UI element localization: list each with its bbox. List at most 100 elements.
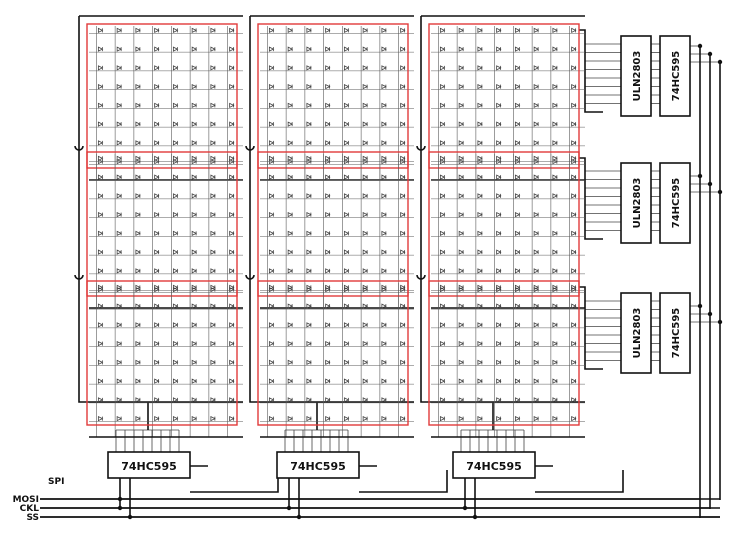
- row-driver-2-uln-label: ULN2803: [632, 178, 643, 229]
- column-bus-3: [420, 16, 585, 403]
- led-icon: [571, 46, 577, 52]
- led-icon: [362, 155, 369, 162]
- led-icon: [210, 284, 216, 291]
- led-icon: [97, 140, 104, 146]
- matrix-frame: [86, 151, 238, 297]
- led-icon: [514, 121, 521, 127]
- led-icon: [496, 174, 502, 180]
- led-icon: [477, 322, 483, 328]
- led-icon: [325, 322, 331, 328]
- led-icon: [191, 65, 198, 71]
- led-icon: [287, 155, 294, 162]
- led-icon: [552, 415, 558, 422]
- led-icon: [571, 359, 577, 366]
- led-icon: [191, 193, 198, 199]
- led-icon: [210, 211, 216, 218]
- led-icon: [571, 303, 577, 309]
- led-icon: [362, 359, 369, 366]
- led-icon: [229, 140, 235, 146]
- junction-dot: [117, 505, 123, 511]
- led-icon: [514, 303, 521, 309]
- led-icon: [210, 174, 216, 180]
- led-icon: [210, 27, 216, 34]
- matrix-frame: [257, 151, 409, 297]
- led-icon: [477, 121, 483, 127]
- led-icon: [210, 230, 216, 237]
- led-icon: [229, 65, 235, 71]
- led-icon: [477, 284, 483, 291]
- led-icon: [362, 46, 369, 52]
- led-icon: [116, 83, 123, 90]
- led-icon: [514, 193, 521, 199]
- led-icon: [229, 303, 235, 309]
- led-icon: [458, 140, 465, 146]
- led-icon: [268, 121, 275, 127]
- led-icon: [458, 65, 465, 71]
- led-icon: [325, 211, 331, 218]
- led-icon: [514, 322, 521, 328]
- led-icon: [343, 211, 350, 218]
- led-icon: [381, 102, 387, 109]
- led-icon: [325, 284, 331, 291]
- led-icon: [229, 174, 235, 180]
- led-icon: [154, 359, 160, 366]
- led-icon: [210, 415, 216, 422]
- led-icon: [268, 140, 275, 146]
- led-icon: [343, 359, 350, 366]
- led-icon: [362, 268, 369, 274]
- led-icon: [458, 211, 465, 218]
- led-icon: [514, 27, 521, 34]
- led-icon: [400, 249, 406, 255]
- led-icon: [172, 174, 179, 180]
- led-icon: [268, 230, 275, 237]
- led-icon: [135, 340, 141, 347]
- led-icon: [439, 140, 446, 146]
- led-icon: [400, 27, 406, 34]
- led-icon: [496, 27, 502, 34]
- led-icon: [306, 359, 312, 366]
- led-icon: [571, 415, 577, 422]
- led-icon: [381, 193, 387, 199]
- led-icon: [400, 65, 406, 71]
- led-icon: [135, 211, 141, 218]
- led-icon: [381, 249, 387, 255]
- led-icon: [571, 193, 577, 199]
- led-icon: [533, 121, 540, 127]
- led-icon: [362, 340, 369, 347]
- led-icon: [268, 46, 275, 52]
- led-icon: [439, 46, 446, 52]
- led-icon: [343, 121, 350, 127]
- led-icon: [116, 102, 123, 109]
- led-icon: [496, 46, 502, 52]
- led-icon: [229, 322, 235, 328]
- led-icon: [571, 121, 577, 127]
- led-icon: [514, 415, 521, 422]
- led-icon: [477, 83, 483, 90]
- led-icon: [97, 102, 104, 109]
- led-icon: [154, 284, 160, 291]
- led-icon: [362, 83, 369, 90]
- led-icon: [439, 268, 446, 274]
- led-icon: [400, 268, 406, 274]
- led-icon: [325, 359, 331, 366]
- led-icon: [496, 83, 502, 90]
- led-icon: [268, 211, 275, 218]
- led-icon: [306, 174, 312, 180]
- led-icon: [477, 249, 483, 255]
- led-icon: [343, 140, 350, 146]
- led-icon: [496, 140, 502, 146]
- led-icon: [362, 230, 369, 237]
- led-icon: [571, 140, 577, 146]
- led-icon: [571, 102, 577, 109]
- led-icon: [439, 415, 446, 422]
- led-icon: [343, 193, 350, 199]
- row-return-2: [579, 157, 603, 240]
- led-icon: [533, 415, 540, 422]
- led-icon: [268, 359, 275, 366]
- led-icon: [439, 121, 446, 127]
- led-icon: [571, 340, 577, 347]
- led-icon: [362, 193, 369, 199]
- led-icon: [210, 378, 216, 384]
- led-icon: [287, 65, 294, 71]
- wiring: [40, 15, 723, 520]
